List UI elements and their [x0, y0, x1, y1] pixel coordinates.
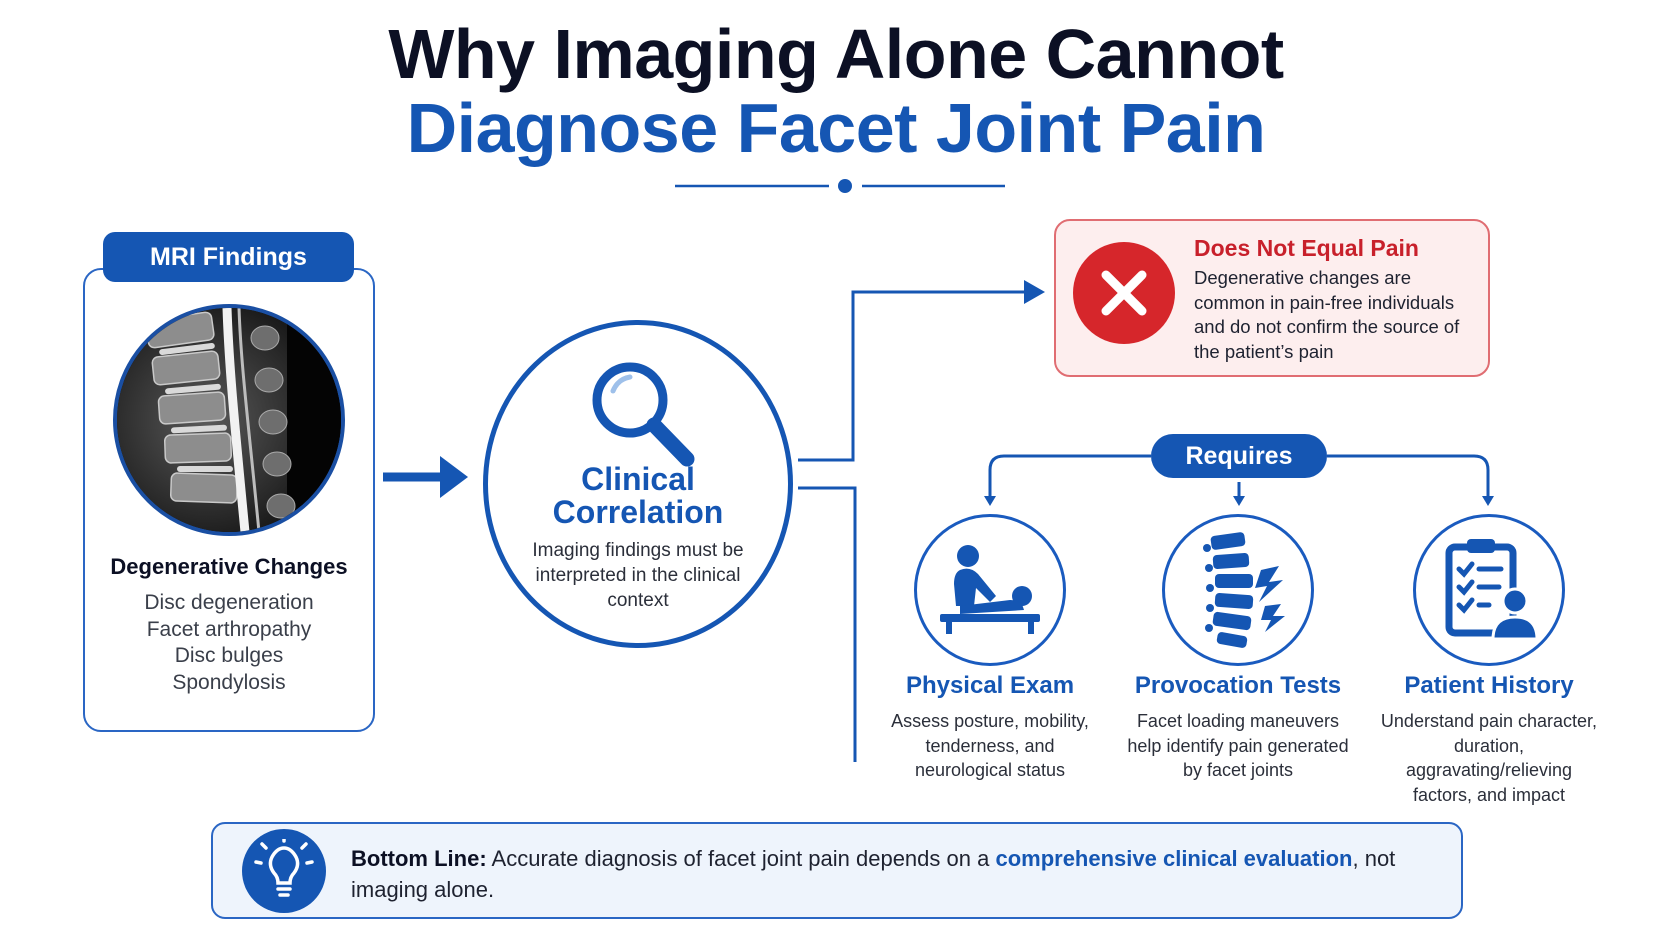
degenerative-changes-list: Disc degeneration Facet arthropathy Disc…: [83, 590, 375, 696]
x-icon: [1073, 242, 1175, 344]
arrow-mri-to-center: [383, 456, 468, 498]
spine-pain-icon: [1203, 532, 1285, 648]
does-not-equal-pain-title: Does Not Equal Pain: [1194, 235, 1419, 261]
physical-exam-circle: [914, 514, 1066, 666]
lightbulb-icon: [242, 829, 326, 913]
clipboard-patient-icon: [1445, 539, 1539, 641]
provocation-tests-text: Facet loading maneuvers help identify pa…: [1127, 711, 1349, 780]
mri-spine-image: [113, 304, 345, 536]
page-title-line-2: Diagnose Facet Joint Pain: [406, 89, 1266, 167]
list-item: Disc bulges: [174, 644, 284, 667]
patient-history-text: Understand pain character, duration, agg…: [1380, 711, 1598, 805]
mri-findings-tab: MRI Findings: [103, 232, 354, 282]
arrow-center-to-warning: [798, 280, 1045, 462]
patient-history-title: Patient History: [1404, 672, 1574, 699]
line-center-to-requires: [798, 486, 857, 762]
list-item: Spondylosis: [172, 670, 286, 694]
provocation-tests-title: Provocation Tests: [1134, 672, 1342, 699]
physical-exam-icon: [940, 545, 1040, 634]
physical-exam-title: Physical Exam: [905, 672, 1075, 699]
title-divider: [675, 179, 1005, 193]
patient-history-circle: [1413, 514, 1565, 666]
magnifier-icon: [592, 362, 695, 467]
clinical-correlation-title: Clinical Correlation: [552, 461, 724, 530]
page-title-line-1: Why Imaging Alone Cannot: [388, 15, 1284, 93]
list-item: Facet arthropathy: [146, 617, 312, 641]
requires-label: Requires: [1151, 434, 1327, 478]
requires-arrowheads: [984, 496, 1494, 506]
physical-exam-text: Assess posture, mobility, tenderness, an…: [891, 711, 1089, 780]
bottom-line-text: Bottom Line: Accurate diagnosis of facet…: [351, 846, 1396, 902]
bottom-line-highlight: comprehensive clinical evaluation: [995, 846, 1353, 871]
bottom-line-banner: [211, 822, 1463, 919]
clinical-correlation-text: Imaging findings must be interpreted in …: [532, 540, 744, 611]
provocation-tests-circle: [1162, 514, 1314, 666]
bottom-line-lead: Bottom Line:: [351, 846, 487, 871]
list-item: Disc degeneration: [144, 591, 314, 614]
degenerative-changes-heading: Degenerative Changes: [110, 554, 348, 579]
does-not-equal-pain-text: Degenerative changes are common in pain-…: [1194, 267, 1460, 362]
